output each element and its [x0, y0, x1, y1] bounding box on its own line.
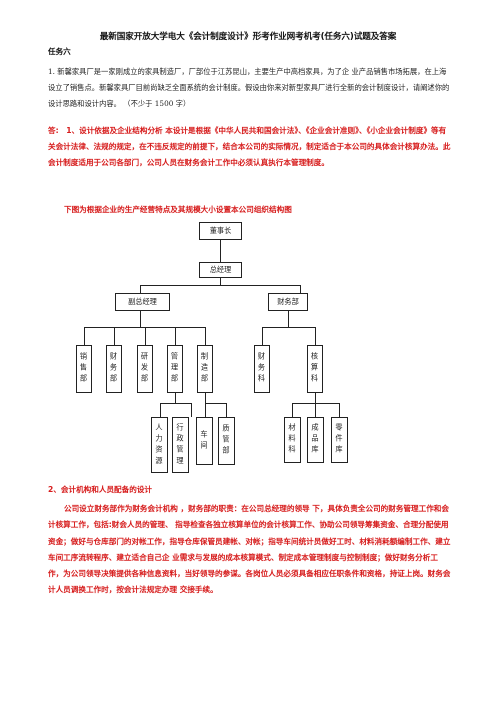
org-qc: 质管部 [218, 417, 235, 465]
org-hr: 人力资源 [151, 417, 168, 473]
org-deputy-gm: 副总经理 [115, 293, 170, 311]
section2-heading: 2、会计机构和人员配备的设计 [48, 485, 153, 494]
org-rnd: 研发部 [137, 345, 153, 393]
org-materials: 材料科 [284, 417, 301, 463]
org-finance-section: 财务科 [254, 345, 270, 393]
org-accounting-section: 核算科 [307, 345, 323, 393]
task-label: 任务六 [48, 47, 71, 56]
page-title: 最新国家开放大学电大《会计制度设计》形考作业网考机考(任务六)试题及答案 [99, 32, 397, 42]
question-text: 1. 新馨家具厂是一家刚成立的家具制造厂，厂部位于江苏昆山，主要生产中高档家具，… [48, 67, 450, 108]
org-mfg: 制造部 [197, 345, 213, 393]
org-finance-dept: 财务部 [268, 293, 308, 311]
org-parts-store: 零件库 [331, 417, 348, 463]
org-admin: 行政管理 [172, 417, 189, 473]
chart-heading: 下图为根据企业的生产经营特点及其规模大小设置本公司组织结构图 [64, 205, 292, 214]
org-board: 董事长 [199, 222, 242, 240]
org-gm: 总经理 [199, 262, 242, 278]
answer-text: 答: 1、设计依据及企业结构分析 本设计是根据《中华人民共和国会计法》、《企业会… [48, 126, 451, 167]
org-finished-goods: 成品库 [307, 417, 324, 463]
org-workshop: 车间 [196, 417, 213, 465]
org-mgmt: 管理部 [167, 345, 183, 393]
org-finance: 财务部 [106, 345, 122, 393]
org-sales: 销售部 [76, 345, 92, 393]
section2-text: 公司设立财务部作为财务会计机构 ，财务部的职责：在公司总经理的领导 下，具体负责… [48, 504, 451, 595]
